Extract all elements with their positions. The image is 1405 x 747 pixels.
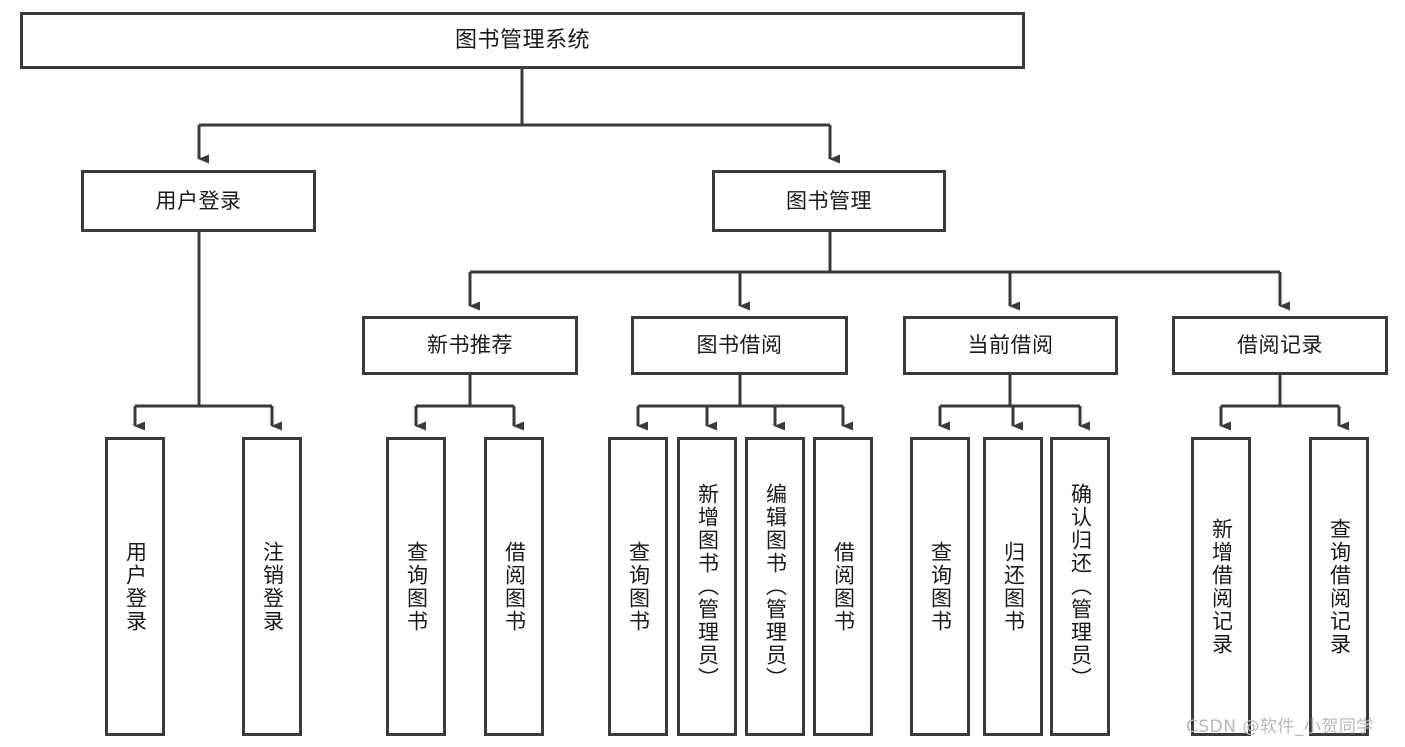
edges-borrowrecord-to-leaves (1219, 375, 1349, 431)
node-user-login-label: 用户登录 (155, 188, 242, 213)
node-leaf-borrow-book-1-label: 借阅图书 (502, 540, 527, 633)
node-leaf-confirm-return-label: 确认归还（管理员） (1068, 483, 1093, 690)
node-leaf-borrow-book-1[interactable]: 借阅图书 (484, 437, 544, 736)
node-book-borrow[interactable]: 图书借阅 (631, 316, 848, 375)
node-new-book-recommend-label: 新书推荐 (427, 333, 513, 358)
node-book-borrow-label: 图书借阅 (696, 333, 783, 358)
node-leaf-add-book-label: 新增图书（管理员） (695, 483, 720, 690)
node-current-borrow[interactable]: 当前借阅 (903, 316, 1118, 375)
node-leaf-add-book[interactable]: 新增图书（管理员） (677, 437, 737, 736)
node-new-book-recommend[interactable]: 新书推荐 (362, 316, 578, 375)
node-root[interactable]: 图书管理系统 (20, 12, 1025, 69)
node-borrow-record-label: 借阅记录 (1237, 333, 1323, 358)
node-leaf-query-book-2-label: 查询图书 (626, 540, 651, 633)
node-leaf-add-borrow-record-label: 新增借阅记录 (1209, 517, 1234, 656)
edges-bookmanage-to-level3 (468, 232, 1290, 311)
node-book-manage-label: 图书管理 (786, 188, 872, 213)
node-leaf-confirm-return[interactable]: 确认归还（管理员） (1050, 437, 1110, 736)
edges-currentborrow-to-leaves (938, 375, 1090, 431)
node-leaf-query-book-1[interactable]: 查询图书 (386, 437, 446, 736)
node-root-label: 图书管理系统 (454, 27, 590, 53)
node-leaf-return-book[interactable]: 归还图书 (983, 437, 1043, 736)
node-leaf-logout[interactable]: 注销登录 (242, 437, 302, 736)
watermark-text: CSDN @软件_小贺同学 (1186, 717, 1374, 737)
node-leaf-query-book-3-label: 查询图书 (928, 540, 953, 633)
node-book-manage[interactable]: 图书管理 (712, 170, 946, 232)
node-leaf-user-login[interactable]: 用户登录 (105, 437, 165, 736)
node-leaf-edit-book[interactable]: 编辑图书（管理员） (745, 437, 805, 736)
node-leaf-query-book-2[interactable]: 查询图书 (608, 437, 668, 736)
node-leaf-query-borrow-record[interactable]: 查询借阅记录 (1309, 437, 1369, 736)
node-current-borrow-label: 当前借阅 (967, 333, 1054, 358)
node-leaf-edit-book-label: 编辑图书（管理员） (763, 483, 788, 690)
node-leaf-query-book-1-label: 查询图书 (404, 540, 429, 633)
node-leaf-add-borrow-record[interactable]: 新增借阅记录 (1191, 437, 1251, 736)
edges-newbook-to-leaves (414, 375, 524, 431)
edges-userlogin-to-leaves (133, 232, 282, 431)
edges-root-to-level2 (197, 69, 840, 164)
node-borrow-record[interactable]: 借阅记录 (1172, 316, 1388, 375)
node-leaf-borrow-book-2[interactable]: 借阅图书 (813, 437, 873, 736)
node-leaf-query-book-3[interactable]: 查询图书 (910, 437, 970, 736)
node-leaf-user-login-label: 用户登录 (123, 540, 148, 633)
node-user-login[interactable]: 用户登录 (81, 170, 316, 232)
node-leaf-return-book-label: 归还图书 (1001, 540, 1026, 633)
node-leaf-query-borrow-record-label: 查询借阅记录 (1327, 517, 1352, 656)
node-leaf-logout-label: 注销登录 (260, 540, 285, 633)
node-leaf-borrow-book-2-label: 借阅图书 (831, 540, 856, 633)
edges-bookborrow-to-leaves (636, 375, 853, 431)
